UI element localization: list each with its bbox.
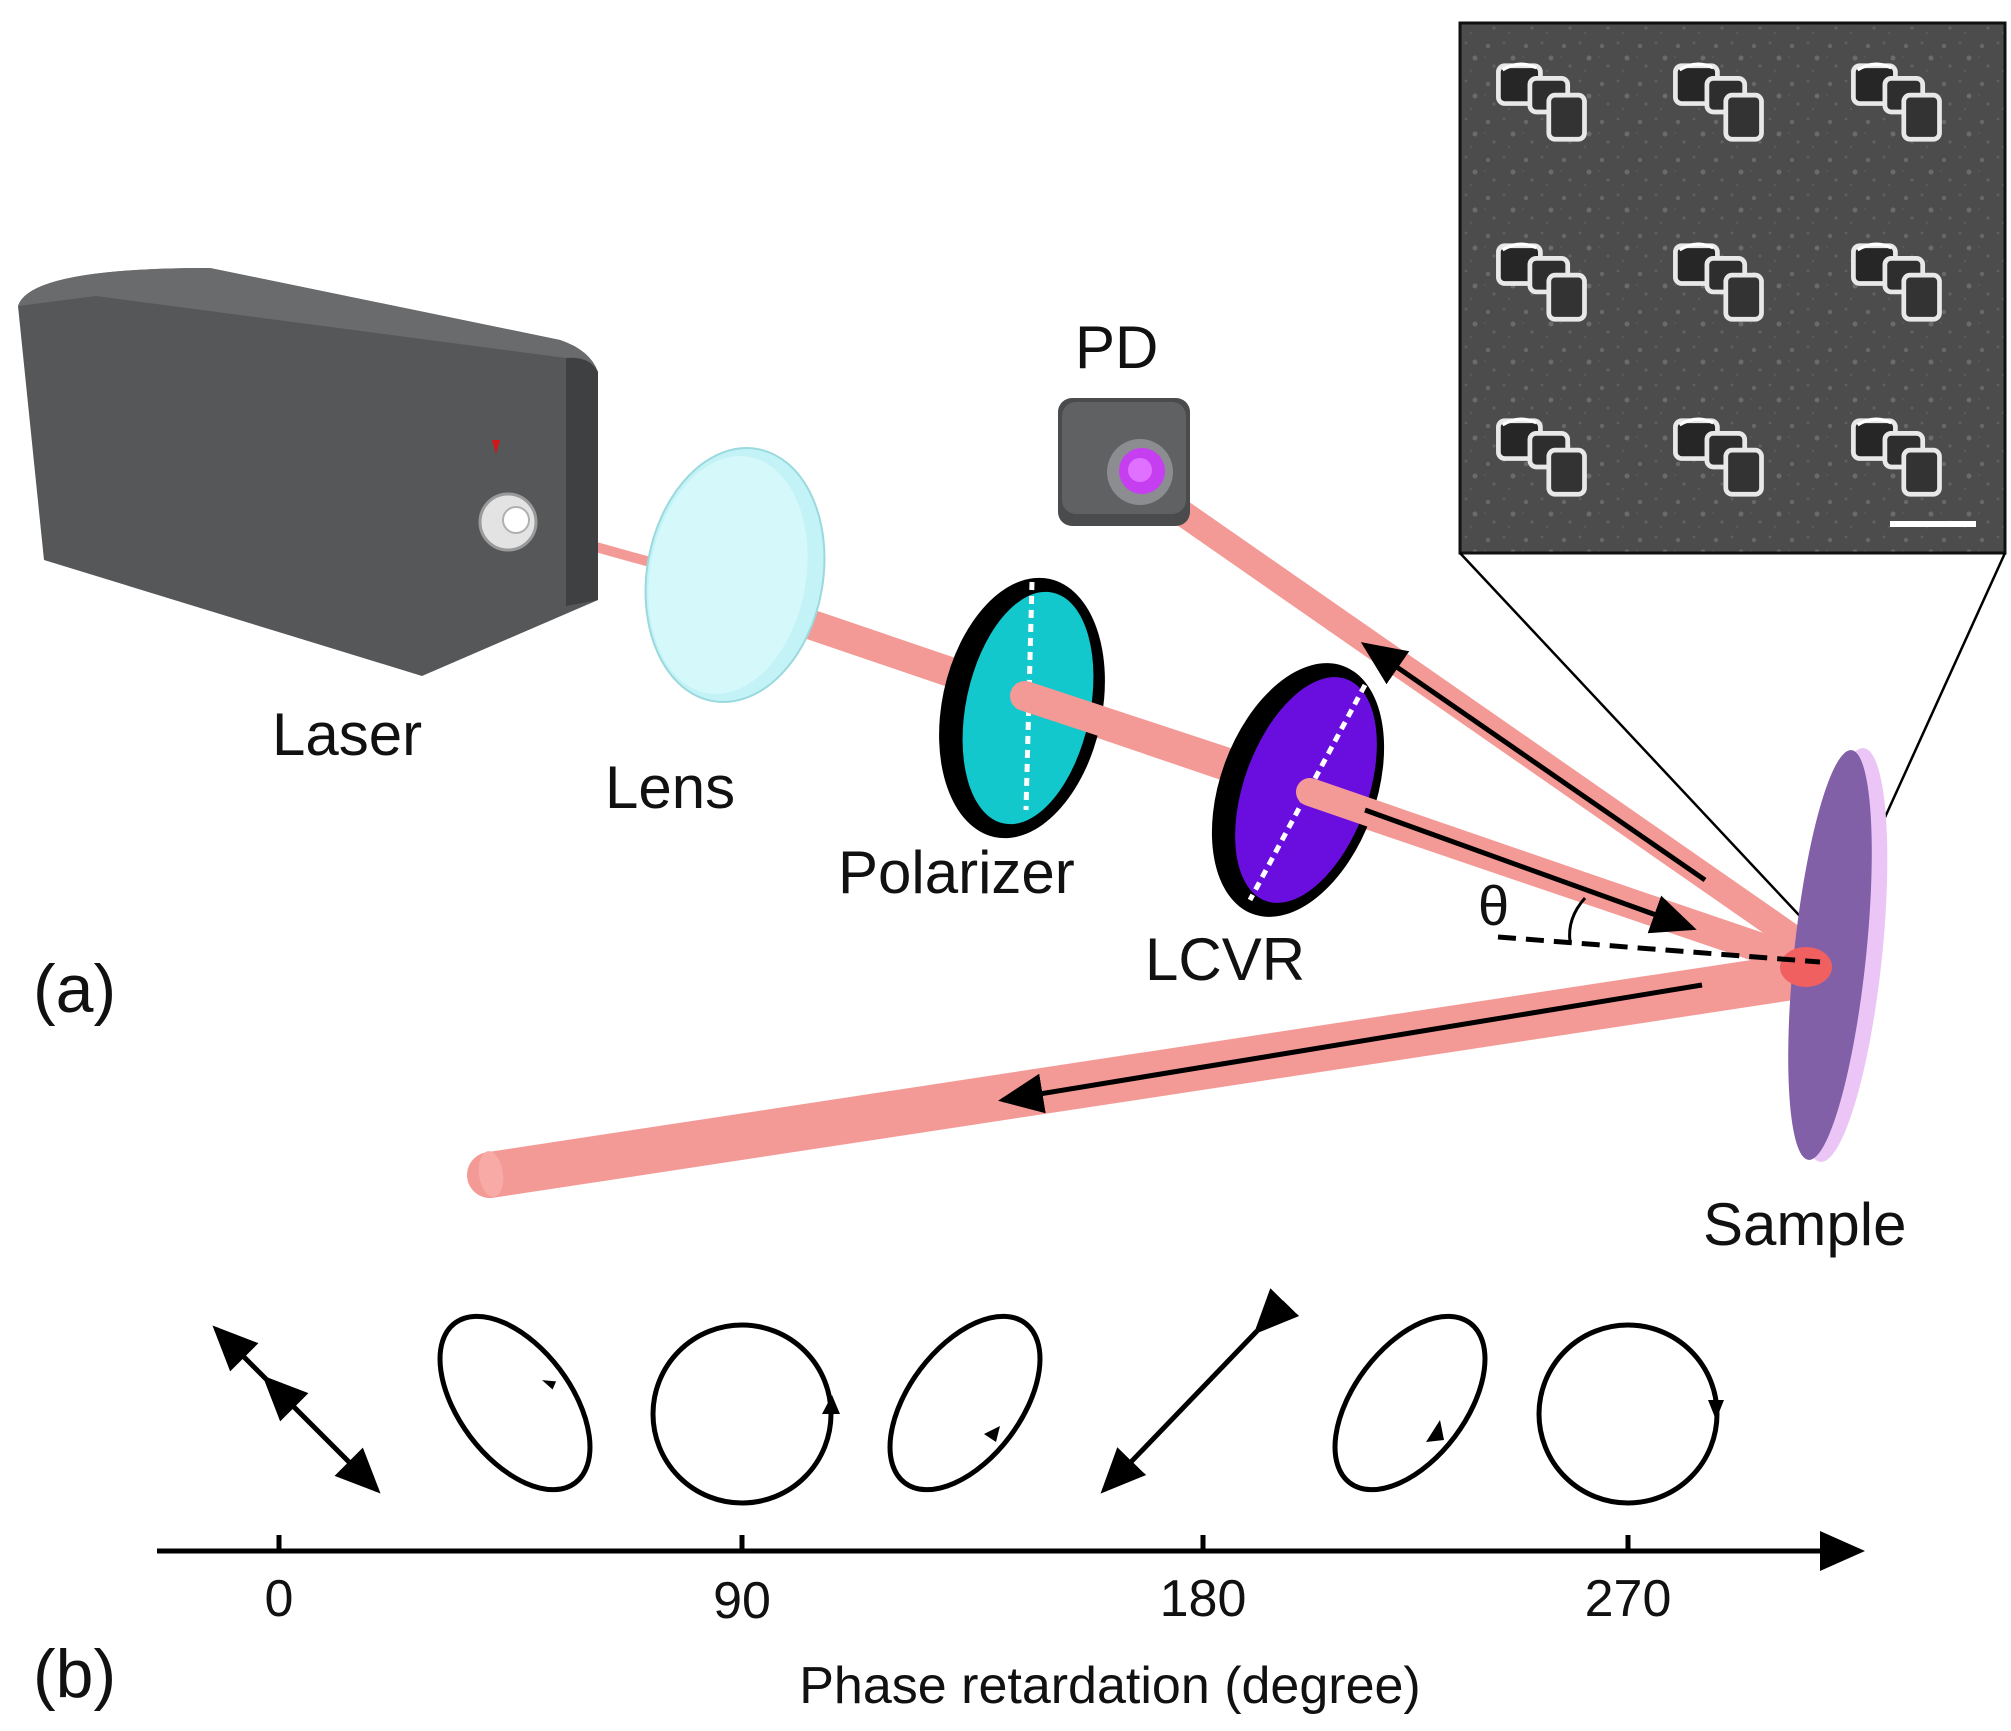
normal-line	[1497, 934, 1821, 965]
panel-a-label: (a)	[33, 951, 116, 1027]
circular-state-270	[1536, 1322, 1720, 1506]
elliptical-state-225	[1332, 1313, 1488, 1493]
laser-indicator-icon	[492, 440, 500, 454]
pd-label: PD	[1075, 314, 1158, 381]
theta-arc	[1568, 896, 1587, 943]
laser-label: Laser	[272, 701, 422, 768]
laser	[18, 268, 598, 676]
theta-label: θ	[1478, 874, 1509, 937]
linear-state-180	[1100, 1288, 1300, 1494]
linear-state-0	[212, 1325, 309, 1422]
reflected-arrow	[998, 982, 1703, 1114]
incident-arrow	[1364, 807, 1697, 934]
beam-end-cap	[478, 1151, 504, 1197]
elliptical-state-45	[437, 1313, 593, 1493]
beam-sample-to-pd	[1119, 465, 1838, 973]
phase-axis	[157, 1531, 1865, 1571]
tick-label-0: 0	[265, 1570, 294, 1628]
lcvr-axis	[1247, 683, 1368, 902]
reflected-to-pd-arrow	[1360, 642, 1707, 883]
panel-b-label: (b)	[33, 1636, 116, 1712]
direction-arrows	[998, 642, 1821, 1114]
tick-label-180: 180	[1160, 1570, 1247, 1628]
elliptical-state-135	[887, 1313, 1043, 1493]
sample	[1780, 748, 1888, 1162]
circular-state-90	[650, 1322, 834, 1506]
lens-label: Lens	[605, 754, 735, 821]
beam-spot	[1780, 947, 1832, 987]
tick-label-270: 270	[1585, 1570, 1672, 1628]
lcvr-label: LCVR	[1145, 926, 1305, 993]
photodetector	[1058, 398, 1190, 526]
axis-label: Phase retardation (degree)	[799, 1657, 1421, 1715]
zoom-line-left	[1459, 552, 1828, 946]
sample-label: Sample	[1703, 1191, 1906, 1258]
polarization-states	[212, 1288, 1724, 1506]
lens	[644, 447, 826, 703]
polarizer-label: Polarizer	[838, 839, 1075, 906]
sem-inset	[1458, 21, 2007, 946]
scale-bar	[1890, 521, 1976, 527]
tick-label-90: 90	[713, 1572, 771, 1630]
